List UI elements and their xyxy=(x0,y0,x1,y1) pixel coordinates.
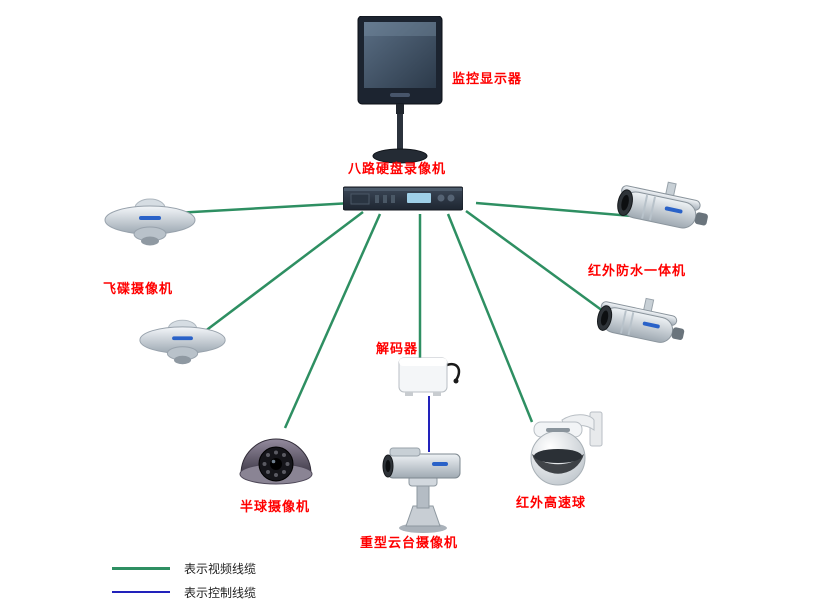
legend-video-item: 表示视频线缆 xyxy=(112,556,256,580)
bullet-camera-1 xyxy=(612,180,716,244)
dome-camera-device xyxy=(237,416,315,490)
bullet-camera-2 xyxy=(592,296,692,358)
speed-dome-device xyxy=(518,406,608,494)
control-cable-swatch xyxy=(112,591,170,593)
legend: 表示视频线缆 表示控制线缆 xyxy=(112,556,256,600)
video-cable-line xyxy=(475,201,633,218)
legend-control-item: 表示控制线缆 xyxy=(112,580,256,600)
decoder-device xyxy=(395,350,467,400)
dome-camera-label: 半球摄像机 xyxy=(240,499,311,514)
dvr-label: 八路硬盘录像机 xyxy=(348,161,447,176)
legend-control-label: 表示控制线缆 xyxy=(184,585,257,600)
ufo-camera-2 xyxy=(138,316,228,368)
ufo-camera-1 xyxy=(103,196,198,248)
dvr-device xyxy=(342,183,464,213)
ufo-camera-label: 飞碟摄像机 xyxy=(103,281,174,296)
bullet-camera-label: 红外防水一体机 xyxy=(588,263,687,278)
video-cable-line xyxy=(283,213,382,429)
video-cable-swatch xyxy=(112,566,170,570)
monitor-device xyxy=(350,15,450,166)
legend-video-label: 表示视频线缆 xyxy=(184,561,257,576)
speed-dome-label: 红外高速球 xyxy=(516,495,587,510)
ptz-camera-device xyxy=(376,438,474,534)
video-cable-line xyxy=(174,201,353,215)
monitor-label: 监控显示器 xyxy=(452,71,523,86)
ptz-camera-label: 重型云台摄像机 xyxy=(360,535,459,550)
decoder-label: 解码器 xyxy=(376,341,419,356)
